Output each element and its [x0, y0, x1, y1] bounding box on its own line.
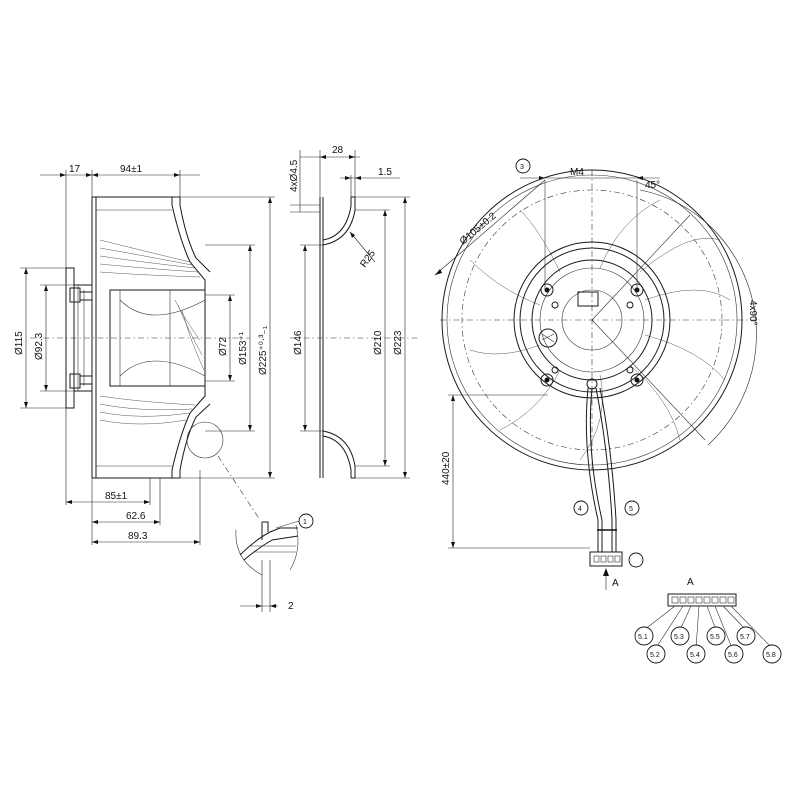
hub-plate [513, 241, 671, 399]
dim-153: Ø153⁺¹ [238, 331, 249, 365]
pin-5-1-bubble [634, 626, 654, 646]
pin-5-5-bubble [706, 626, 726, 646]
pin-5-5: 5.5 [710, 634, 720, 641]
callout-2-bubble [515, 158, 531, 174]
dim-72: Ø72 [218, 337, 229, 356]
angle-4x90-arc [707, 227, 757, 446]
mount-bolt-top [69, 287, 81, 303]
detail-circle [186, 421, 224, 459]
dim-m4: M4 [570, 167, 584, 178]
cable-gland [538, 328, 558, 348]
angle-45: 45° [645, 180, 660, 191]
impeller-blades [469, 199, 731, 461]
label-plate [577, 291, 599, 307]
ring-curve-bottom [322, 430, 356, 478]
mount-hole-1 [540, 283, 554, 297]
rotor-hub [109, 289, 206, 387]
connector [589, 551, 623, 567]
pin-5-4-bubble [686, 644, 706, 664]
front-view: 45° 4x90° Ø105±0.2 M4 3 A 4 5 [434, 158, 760, 590]
callout-5-bubble [628, 552, 644, 568]
dim-94: 94±1 [120, 164, 143, 175]
dim-92-3: Ø92.3 [34, 332, 45, 360]
cable-left [585, 387, 599, 552]
mount-bolt-bottom [69, 373, 81, 389]
pin-5-6-bubble [724, 644, 744, 664]
mount-hole-4 [630, 373, 644, 387]
pin-5-4: 5.4 [690, 652, 700, 659]
dim-115: Ø115 [14, 331, 25, 355]
callout-2: 3 [520, 164, 524, 171]
pin-5-7: 5.7 [740, 634, 750, 641]
ring-curve-top [322, 197, 356, 246]
shroud-bottom [171, 386, 206, 478]
callout-4-bubble [624, 500, 640, 516]
pin-5-1: 5.1 [638, 634, 648, 641]
arrow-a-label: A [612, 578, 619, 589]
pin-5-2: 5.2 [650, 652, 660, 659]
impeller-outer [441, 169, 743, 471]
dim-cable: 440±20 [441, 451, 452, 485]
dim-146: Ø146 [293, 330, 304, 355]
dim-62-6: 62.6 [126, 511, 146, 522]
pin-5-2-bubble [646, 644, 666, 664]
dim-17: 17 [69, 164, 81, 175]
callout-3-bubble [573, 500, 589, 516]
mount-hole-3 [540, 373, 554, 387]
dim-1-5: 1.5 [378, 167, 392, 178]
pin-5-3: 5.3 [674, 634, 684, 641]
dim-85: 85±1 [105, 491, 128, 502]
ring-view: 28 1.5 4xØ4.5 R25 Ø146 Ø210 [289, 145, 420, 479]
connector-detail: A 5.1 5.3 5.5 5.7 5.2 5.4 5.6 [634, 577, 782, 664]
angle-4x90: 4x90° [747, 300, 758, 326]
dim-r25: R25 [358, 248, 378, 270]
callout-4: 5 [629, 506, 633, 513]
callout-1: 1 [303, 519, 307, 526]
dim-89-3: 89.3 [128, 531, 148, 542]
detail-enlargement [239, 527, 298, 556]
dim-225: Ø225⁺⁰·³₋₁ [258, 325, 269, 375]
dim-210: Ø210 [373, 330, 384, 355]
dim-holes: 4xØ4.5 [289, 159, 300, 192]
dim-28: 28 [332, 145, 344, 156]
pin-5-6: 5.6 [728, 652, 738, 659]
dim-223: Ø223 [393, 330, 404, 355]
dim-pcd: Ø105±0.2 [458, 210, 499, 247]
pin-5-8: 5.8 [766, 652, 776, 659]
connector-block [667, 593, 737, 607]
pin-5-3-bubble [670, 626, 690, 646]
motor-cover [531, 259, 653, 381]
pin-5-8-bubble [762, 644, 782, 664]
cable-right [595, 387, 613, 552]
callout-3: 4 [578, 506, 582, 513]
connector-detail-title: A [687, 577, 694, 588]
side-view: 2 1 17 94±1 Ø115 Ø92.3 Ø72 [14, 164, 314, 612]
angle-45-arc [639, 189, 713, 229]
dim-2: 2 [288, 601, 294, 612]
pin-5-7-bubble [736, 626, 756, 646]
